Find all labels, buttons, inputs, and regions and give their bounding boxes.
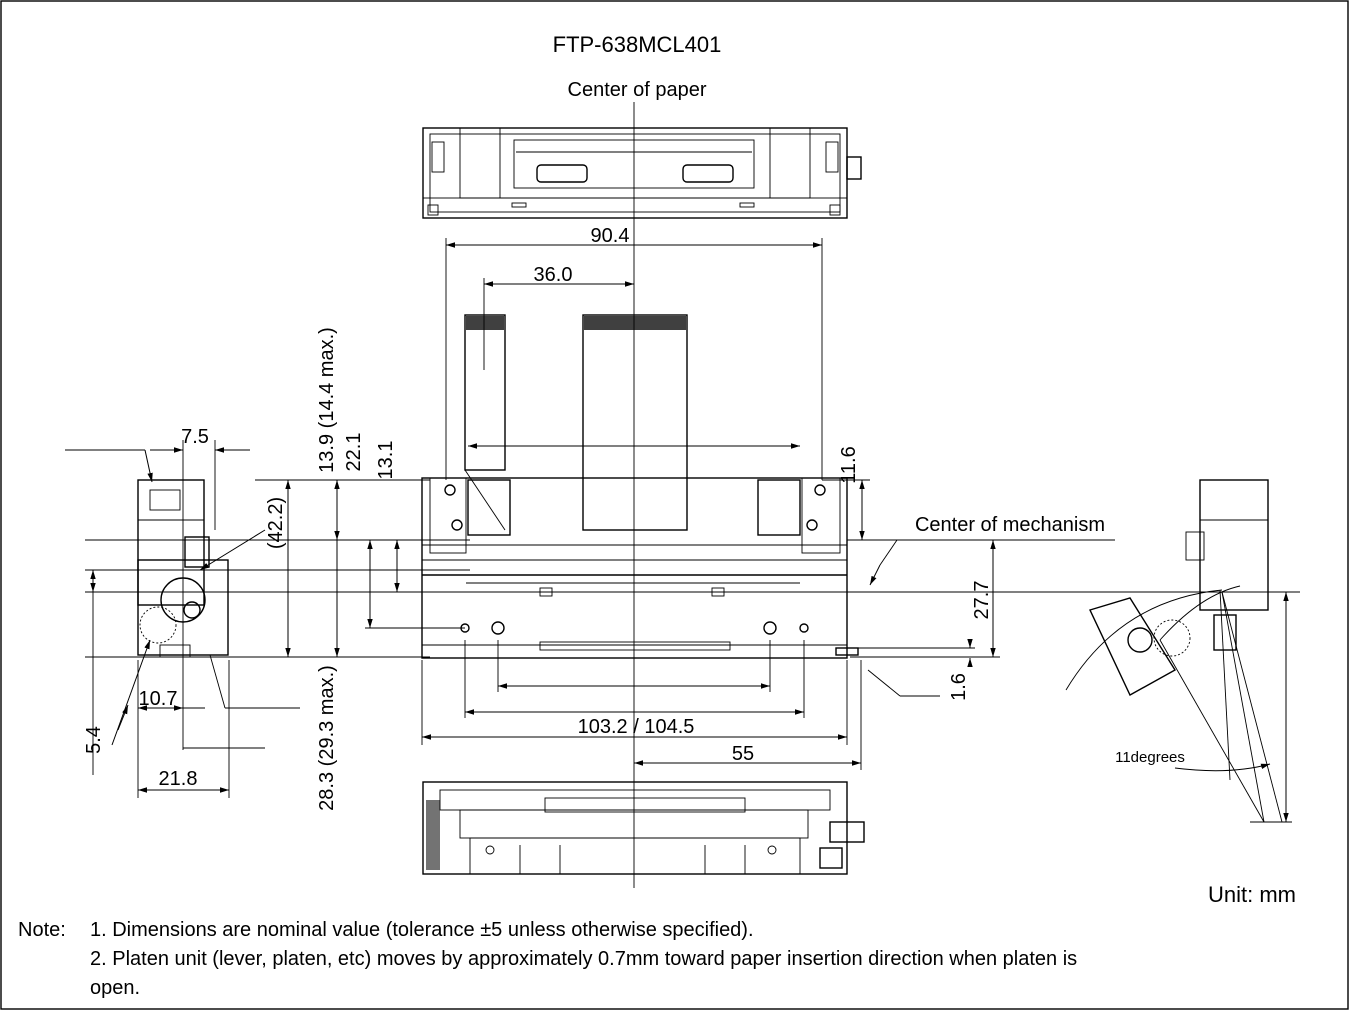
dim-11-6: 11.6 <box>838 446 860 483</box>
dim-55: 55 <box>732 743 754 765</box>
dim-103-2: 103.2 / 104.5 <box>578 716 695 738</box>
dim-7-5: 7.5 <box>181 426 209 448</box>
dim-5-4: 5.4 <box>83 726 105 754</box>
dimension-lines <box>65 238 1300 823</box>
note-2b: open. <box>90 977 141 999</box>
bottom-view <box>422 781 865 875</box>
dim-42-2: (42.2) <box>265 497 287 549</box>
dim-1-6: 1.6 <box>948 673 970 701</box>
dim-21-8: 21.8 <box>159 768 198 790</box>
angle-label: 11degrees <box>1115 749 1185 766</box>
dim-90-4: 90.4 <box>591 225 630 247</box>
note-prefix: Note: <box>18 919 66 941</box>
front-view <box>421 314 859 659</box>
dim-28-3: 28.3 (29.3 max.) <box>316 665 338 811</box>
model-title: FTP-638MCL401 <box>553 32 722 57</box>
dim-10-7: 10.7 <box>139 688 178 710</box>
right-side-view <box>1065 479 1283 823</box>
dim-13-1: 13.1 <box>375 441 397 480</box>
unit-label: Unit: mm <box>1208 882 1296 907</box>
note-1: 1. Dimensions are nominal value (toleran… <box>90 919 754 941</box>
center-of-paper-label: Center of paper <box>568 79 707 101</box>
top-view <box>422 127 862 219</box>
dim-27-7: 27.7 <box>971 581 993 620</box>
note-2a: 2. Platen unit (lever, platen, etc) move… <box>90 948 1078 970</box>
dimension-labels: 90.4 36.0 7.5 10.7 21.8 103.2 / 104.5 55… <box>83 225 1185 811</box>
dim-13-9: 13.9 (14.4 max.) <box>316 327 338 473</box>
center-of-mechanism-label: Center of mechanism <box>915 514 1105 536</box>
dim-36-0: 36.0 <box>534 264 573 286</box>
dim-22-1: 22.1 <box>343 433 365 472</box>
